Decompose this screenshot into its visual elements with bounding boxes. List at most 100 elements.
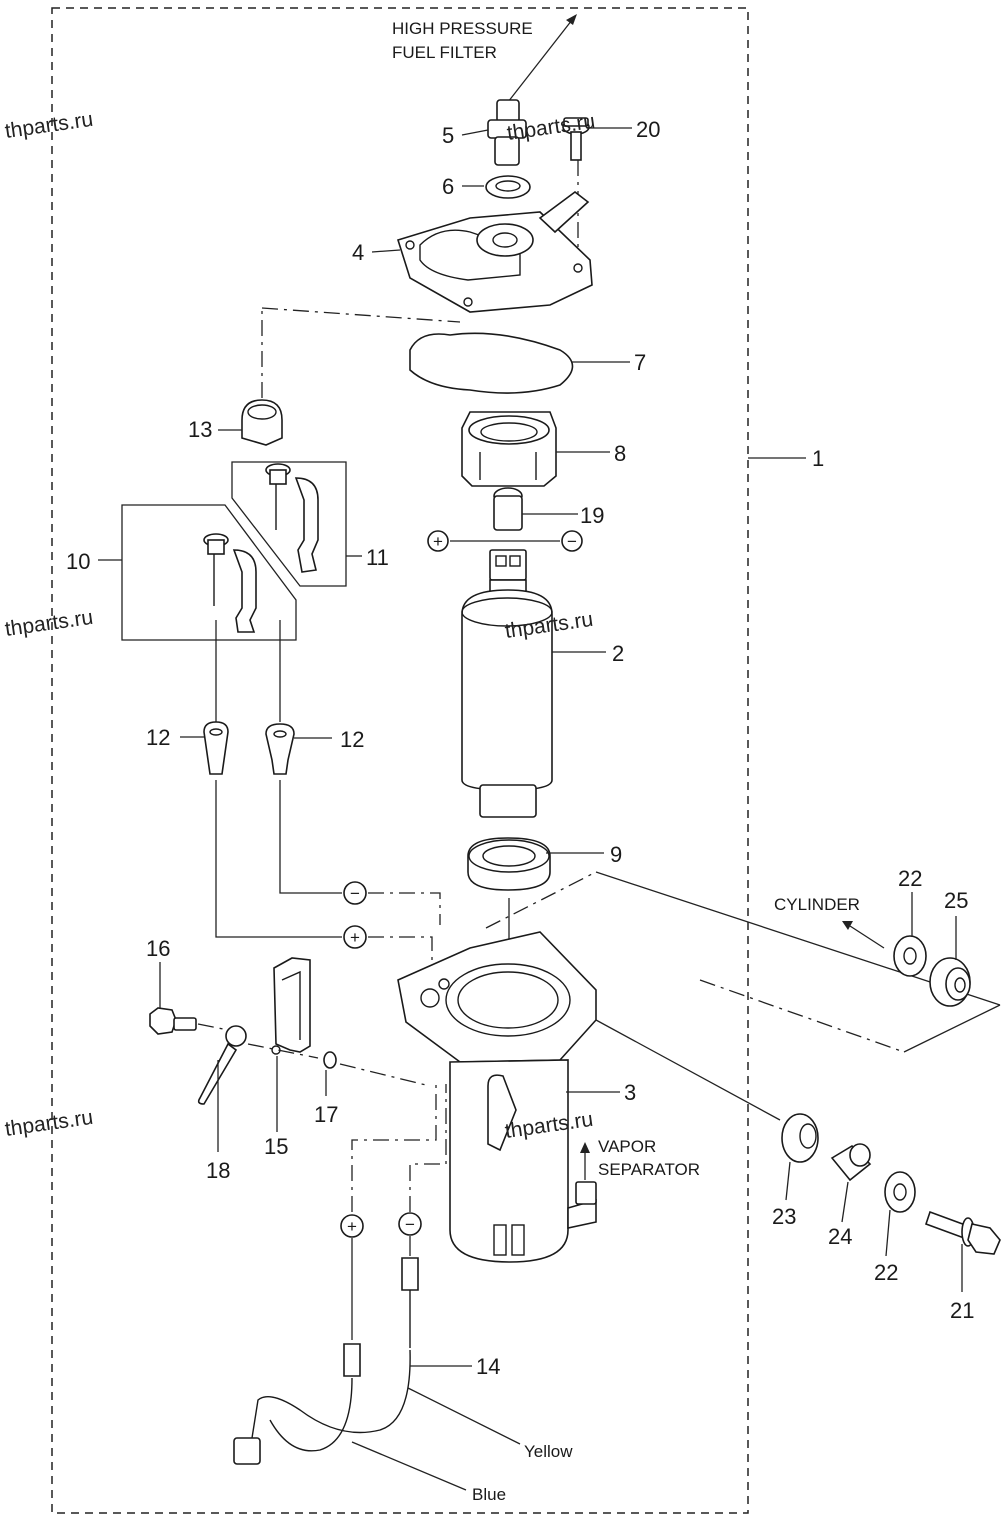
callout-2: 2 [612, 641, 624, 666]
note-cylinder: CYLINDER [774, 895, 860, 914]
cap-part-19 [493, 487, 523, 531]
bolt-part-16 [149, 1007, 197, 1035]
guide-16 [197, 1023, 229, 1031]
svg-text:+: + [347, 1217, 357, 1236]
wire-plus-dashed [368, 936, 433, 960]
wire-14-minus-up [409, 1084, 447, 1212]
guide-housing-to-right [595, 1019, 781, 1121]
svg-text:−: − [350, 884, 360, 903]
housing-part-3 [397, 931, 597, 1263]
seal-part-9 [467, 837, 551, 891]
cover-part-4 [396, 190, 593, 313]
arrow-high-pressure [507, 19, 573, 103]
wire-minus-dashed [368, 892, 441, 925]
arrowhead-high-pressure [566, 14, 577, 25]
callout-5: 5 [442, 123, 454, 148]
callout-18: 18 [206, 1158, 230, 1183]
grommet-part-25 [929, 957, 971, 1007]
connector-part-12-right [265, 723, 295, 775]
wire-14-plus-up [351, 1084, 437, 1212]
leader-blue [351, 1441, 467, 1491]
callout-9: 9 [610, 842, 622, 867]
callout-11: 11 [366, 545, 389, 570]
callout-21: 21 [950, 1298, 974, 1323]
box-part-11 [231, 461, 347, 587]
assembly-boundary [51, 7, 749, 1514]
guide-mount-dashed [699, 979, 905, 1053]
bolt-part-20 [562, 117, 590, 161]
callout-22-top: 22 [898, 866, 922, 891]
svg-text:+: + [433, 532, 443, 551]
leader-5 [461, 129, 489, 136]
callout-17: 17 [314, 1102, 338, 1127]
arrow-cylinder [849, 925, 885, 949]
svg-text:+: + [350, 928, 360, 947]
leader-yellow [407, 1387, 521, 1445]
gasket-part-7 [409, 332, 574, 394]
watermark-3: thparts.ru [3, 606, 94, 641]
part-11-terminal [265, 463, 319, 573]
washer-part-6 [485, 175, 531, 199]
leader-22-bottom [885, 1209, 891, 1257]
callout-8: 8 [614, 441, 626, 466]
callout-3: 3 [624, 1080, 636, 1105]
callout-15: 15 [264, 1134, 288, 1159]
harness-part-14 [233, 1257, 419, 1465]
callout-14: 14 [476, 1354, 500, 1379]
washer-part-22-bottom [884, 1171, 916, 1213]
watermark-5: thparts.ru [3, 1106, 94, 1141]
fuel-pump-part-2 [461, 549, 553, 818]
guide-housing-to-mount [485, 871, 597, 929]
leader-24 [841, 1181, 849, 1223]
box-part-10 [121, 504, 297, 641]
washer-part-17 [323, 1051, 337, 1069]
callout-7: 7 [634, 350, 646, 375]
note-fuel-filter: FUEL FILTER [392, 43, 497, 62]
polarity-minus-pump: − [561, 530, 583, 552]
callout-1: 1 [812, 446, 824, 471]
callout-16: 16 [146, 936, 170, 961]
connector-part-12-left [203, 721, 229, 775]
label-yellow: Yellow [524, 1442, 573, 1461]
callout-10: 10 [66, 549, 90, 574]
callout-19: 19 [580, 503, 604, 528]
note-vapor: VAPOR [598, 1137, 656, 1156]
polarity-minus-housing: − [343, 881, 367, 905]
polarity-minus-harness: − [398, 1212, 422, 1236]
bolt-part-21 [924, 1210, 1001, 1255]
wire-part-18 [197, 1025, 247, 1105]
arrowhead-cylinder [842, 921, 853, 930]
bracket-part-15 [271, 957, 311, 1055]
note-separator: SEPARATOR [598, 1160, 700, 1179]
callout-6: 6 [442, 174, 454, 199]
collar-part-24 [830, 1143, 872, 1182]
callout-13: 13 [188, 417, 212, 442]
callout-12-left: 12 [146, 725, 170, 750]
fitting-part-5 [487, 99, 527, 166]
svg-text:−: − [405, 1215, 415, 1234]
watermark-1: thparts.ru [3, 108, 94, 143]
polarity-plus-pump: + [427, 530, 449, 552]
wire-minus-path [279, 780, 342, 894]
callout-24: 24 [828, 1224, 852, 1249]
arrowhead-vapor [580, 1142, 590, 1153]
guide-17-housing [247, 1043, 431, 1087]
wire-plus-path [215, 780, 342, 938]
leader-23 [785, 1161, 791, 1201]
callout-20: 20 [636, 117, 660, 142]
part-10-terminal [203, 533, 257, 633]
callout-12-right: 12 [340, 727, 364, 752]
callout-25: 25 [944, 888, 968, 913]
svg-text:−: − [567, 532, 577, 551]
washer-part-22-top [893, 935, 927, 977]
guide-mount-lower [903, 1004, 1001, 1053]
callout-23: 23 [772, 1204, 796, 1229]
grommet-part-23 [781, 1113, 819, 1163]
callout-4: 4 [352, 240, 364, 265]
leader-4 [371, 249, 401, 253]
callout-22-bottom: 22 [874, 1260, 898, 1285]
note-high-pressure: HIGH PRESSURE [392, 19, 533, 38]
label-blue: Blue [472, 1485, 506, 1504]
guide-13-cover-h [261, 307, 461, 323]
